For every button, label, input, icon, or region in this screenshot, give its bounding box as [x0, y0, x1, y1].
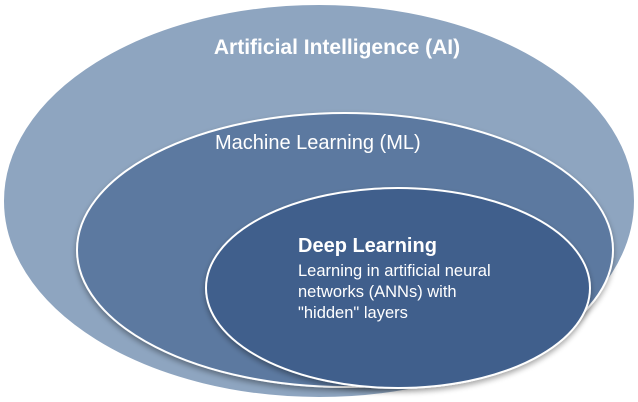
- ml-title: Machine Learning (ML): [215, 132, 421, 154]
- ai-title: Artificial Intelligence (AI): [213, 36, 461, 59]
- dl-description-line: networks (ANNs) with: [298, 283, 457, 301]
- dl-description: Learning in artificial neural networks (…: [298, 261, 491, 324]
- dl-description-line: "hidden" layers: [298, 304, 408, 322]
- dl-ellipse: [205, 187, 591, 389]
- dl-title: Deep Learning: [298, 235, 437, 257]
- dl-description-line: Learning in artificial neural: [298, 262, 491, 280]
